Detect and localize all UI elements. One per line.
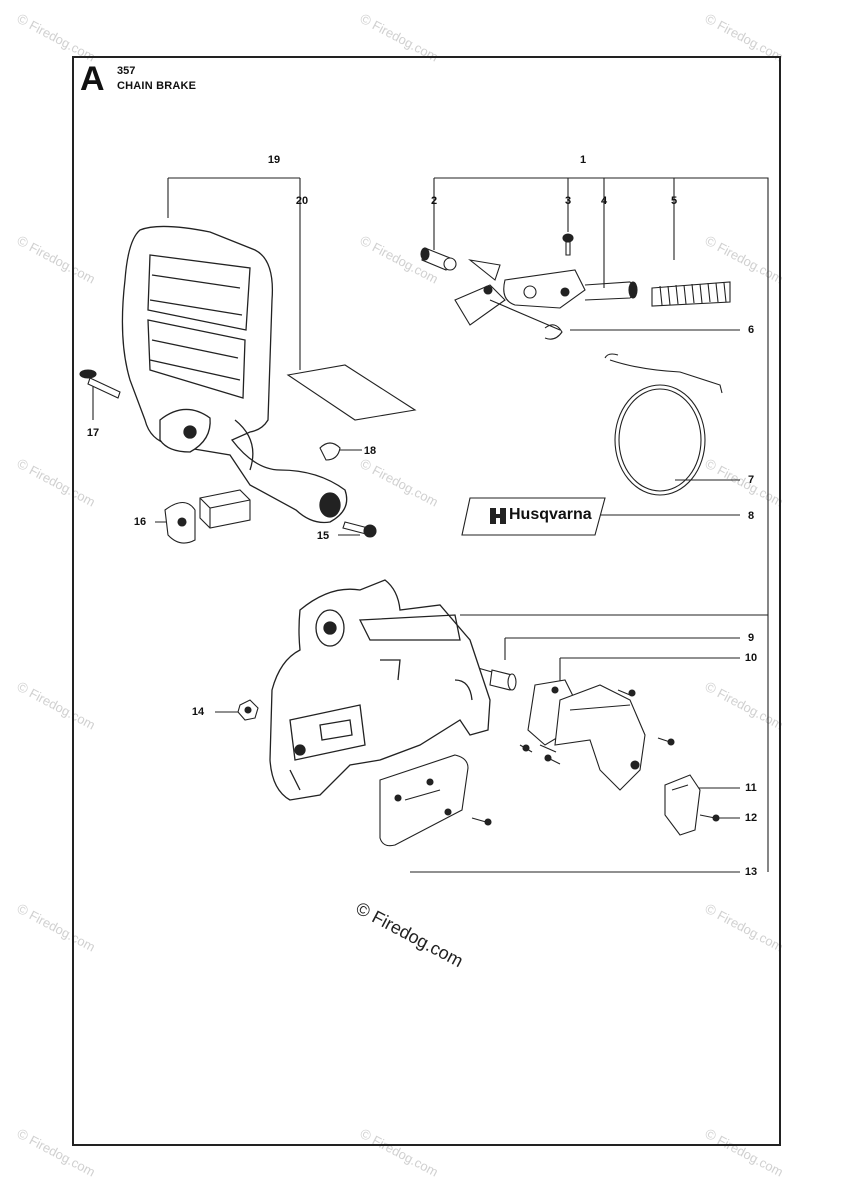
callout-20: 20 [295, 195, 309, 207]
leader-main-bracket [434, 177, 769, 872]
lever-4 [454, 259, 638, 326]
callout-8: 8 [747, 510, 755, 522]
callout-2: 2 [430, 195, 438, 207]
callout-18: 18 [363, 445, 377, 457]
model-number: 357 [117, 65, 136, 77]
callout-13: 13 [744, 866, 758, 878]
decal-8 [461, 497, 606, 536]
block-16 [164, 489, 251, 544]
callout-19: 19 [267, 154, 281, 166]
brake-band-7 [604, 353, 723, 496]
callout-4: 4 [600, 195, 608, 207]
pin-9 [477, 667, 517, 691]
chain-catcher-11 [664, 774, 701, 836]
screw-15 [342, 521, 377, 538]
leader-19-20 [167, 177, 301, 370]
plate-13 [379, 754, 492, 847]
leader-10 [559, 657, 740, 690]
husqvarna-logo [490, 508, 506, 524]
section-title: CHAIN BRAKE [117, 80, 197, 92]
cover-plate-10 [519, 679, 675, 791]
callout-1: 1 [579, 154, 587, 166]
leader-kit-1 [433, 178, 675, 288]
hand-guard-part [121, 225, 348, 524]
section-letter: A [80, 60, 105, 98]
washer-18 [319, 442, 341, 461]
callout-11: 11 [745, 782, 757, 794]
callout-14: 14 [191, 706, 205, 718]
callout-9: 9 [747, 632, 755, 644]
callout-10: 10 [744, 652, 758, 664]
diagram-frame [72, 56, 781, 1146]
decal-brand-text: Husqvarna [509, 506, 592, 523]
callout-16: 16 [133, 516, 147, 528]
screw-17 [79, 369, 121, 399]
decal-part [286, 364, 417, 421]
callout-15: 15 [316, 530, 330, 542]
spring-5 [651, 281, 731, 307]
clutch-cover [269, 579, 491, 801]
callout-17: 17 [86, 427, 100, 439]
callout-7: 7 [747, 474, 755, 486]
callout-5: 5 [670, 195, 678, 207]
clip-6 [544, 324, 563, 340]
pin-2 [420, 247, 457, 271]
screw-3 [562, 233, 574, 256]
callout-6: 6 [747, 324, 755, 336]
screw-12 [712, 814, 720, 822]
callout-12: 12 [744, 812, 758, 824]
callout-3: 3 [564, 195, 572, 207]
leader-9 [504, 637, 740, 660]
